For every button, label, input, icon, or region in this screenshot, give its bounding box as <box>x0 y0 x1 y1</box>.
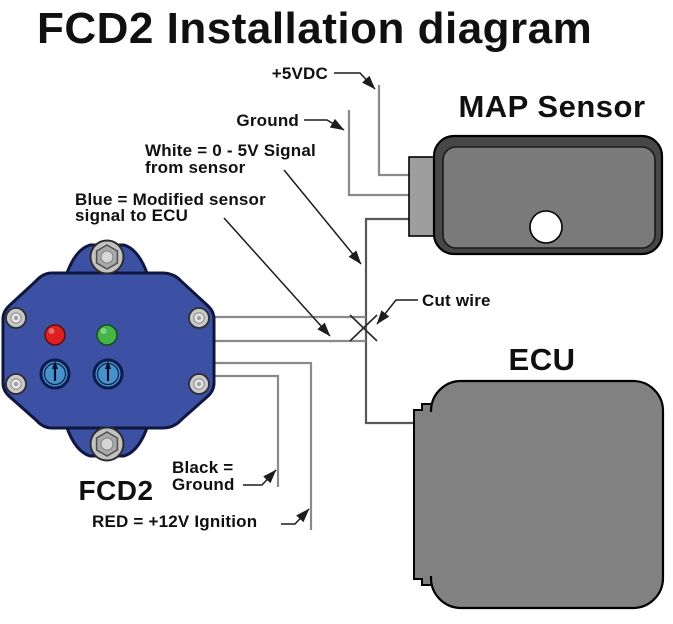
wire-red-from-fcd2 <box>203 361 313 530</box>
ecu-seam-patch <box>429 412 434 576</box>
map-sensor-hole <box>529 210 563 244</box>
leader-white-wire <box>283 169 362 265</box>
fcd2-body <box>1 271 216 430</box>
leader-red-wire <box>281 508 310 525</box>
corner-screw <box>5 307 27 329</box>
red-led <box>44 324 66 346</box>
leader-lines <box>223 72 418 525</box>
wires <box>203 85 416 530</box>
ecu-title: ECU <box>509 342 576 377</box>
fcd2-device <box>1 239 216 462</box>
map-sensor-face <box>442 146 656 249</box>
corner-screw <box>188 307 210 329</box>
wire-5vdc <box>377 85 412 177</box>
corner-screw <box>5 373 27 395</box>
leader-black-wire <box>243 469 277 486</box>
leader-sensor-ground <box>304 118 345 131</box>
fcd2-bottom-bolt <box>89 426 125 462</box>
label-white-wire-line2: from sensor <box>145 158 246 177</box>
label-white-wire-line1: White = 0 - 5V Signal <box>145 141 316 160</box>
leader-blue-wire <box>223 217 331 337</box>
ecu-device <box>413 379 665 610</box>
adjustment-dial <box>92 358 124 390</box>
wire-signal-sensor-to-ecu <box>364 217 416 425</box>
fcd2-top-bolt <box>89 239 125 275</box>
label-black-wire-line1: Black = <box>172 458 233 477</box>
ecu-body <box>429 379 665 610</box>
label-red-wire: RED = +12V Ignition <box>92 512 257 531</box>
label-5vdc: +5VDC <box>272 64 328 83</box>
green-led <box>96 324 118 346</box>
leader-5vdc <box>334 72 376 90</box>
wire-black-from-fcd2 <box>203 374 280 487</box>
wire-sensor-ground <box>347 110 412 197</box>
map-sensor-device <box>408 134 664 256</box>
leader-cut-wire <box>376 299 418 325</box>
fcd2-title: FCD2 <box>78 475 153 506</box>
label-blue-wire-line1: Blue = Modified sensor <box>75 190 266 209</box>
label-cut-wire: Cut wire <box>422 291 491 310</box>
adjustment-dial <box>39 358 71 390</box>
corner-screw <box>188 373 210 395</box>
label-sensor-ground: Ground <box>236 111 299 130</box>
label-blue-wire-line2: signal to ECU <box>75 206 188 225</box>
map-sensor-title: MAP Sensor <box>458 89 645 124</box>
cut-wire-x-mark <box>349 314 378 342</box>
label-black-wire-line2: Ground <box>172 475 235 494</box>
diagram-title: FCD2 Installation diagram <box>37 4 592 53</box>
